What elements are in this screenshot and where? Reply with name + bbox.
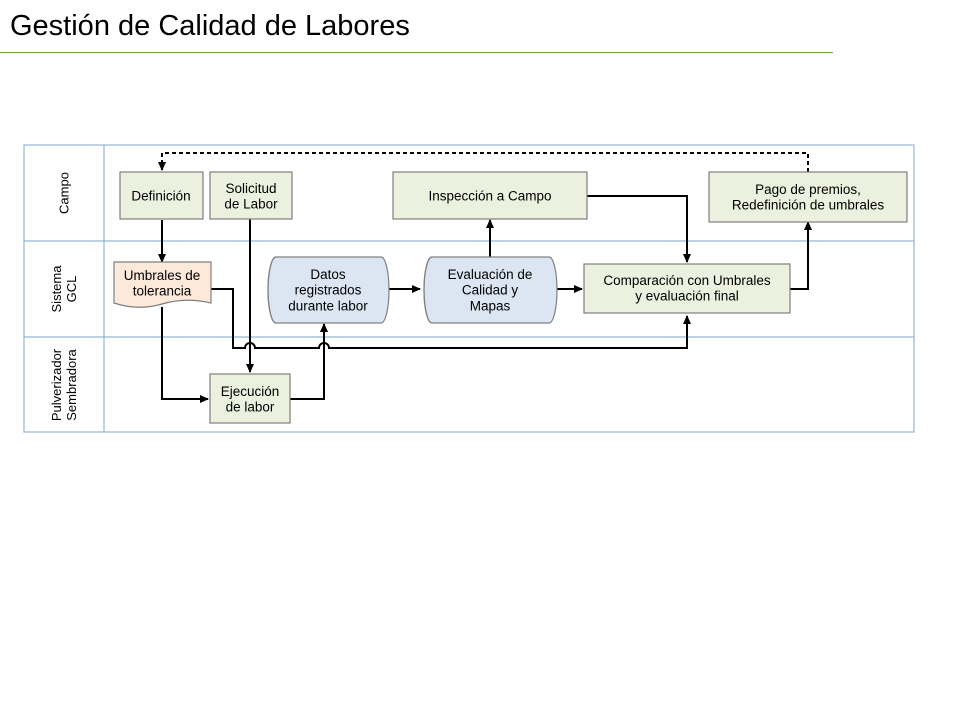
label-line: de Labor bbox=[224, 197, 278, 212]
label-line: durante labor bbox=[288, 299, 368, 314]
label-line: Sistema bbox=[49, 265, 64, 313]
connector-pago-to-definicion bbox=[158, 152, 809, 172]
label-line: Pago de premios, bbox=[755, 182, 861, 197]
connector-inspeccion-to-comparacion bbox=[587, 195, 691, 263]
label-line: Solicitud bbox=[225, 181, 276, 196]
label-line: Sembradora bbox=[64, 348, 79, 420]
label-line: Evaluación de bbox=[448, 267, 533, 282]
label-line: Inspección a Campo bbox=[428, 189, 551, 204]
title-divider bbox=[0, 52, 833, 53]
node-definicion-label: Definición bbox=[131, 189, 190, 204]
page-title: Gestión de Calidad de Labores bbox=[10, 10, 410, 42]
node-inspeccion bbox=[392, 171, 588, 220]
label-line: Definición bbox=[131, 189, 190, 204]
node-comparacion bbox=[583, 263, 791, 314]
label-line: Campo bbox=[57, 172, 72, 214]
connector-comparacion-to-pago bbox=[790, 221, 812, 290]
lane-label-sistema: SistemaGCL bbox=[49, 265, 79, 313]
label-line: Ejecución bbox=[221, 384, 280, 399]
lane-label-campo: Campo bbox=[57, 172, 72, 214]
swimlane-frame bbox=[23, 144, 915, 433]
label-line: Umbrales de bbox=[124, 268, 201, 283]
label-line: Pulverizador bbox=[49, 348, 64, 421]
label-line: registrados bbox=[295, 283, 362, 298]
connector-umbrales-to-comparacion bbox=[211, 288, 691, 349]
node-pago-label: Pago de premios,Redefinición de umbrales bbox=[732, 182, 885, 213]
node-pago bbox=[708, 171, 908, 223]
node-solicitud bbox=[209, 171, 293, 220]
label-line: Comparación con Umbrales bbox=[603, 273, 771, 288]
label-line: Calidad y bbox=[462, 283, 519, 298]
node-datos bbox=[267, 256, 390, 324]
node-ejecucion bbox=[209, 373, 291, 424]
label-line: Mapas bbox=[470, 299, 511, 314]
node-definicion bbox=[119, 171, 204, 220]
connector-umbrales-to-ejecucion bbox=[161, 307, 209, 403]
label-line: GCL bbox=[64, 276, 79, 303]
label-line: tolerancia bbox=[133, 284, 192, 299]
node-evaluacion bbox=[423, 256, 558, 324]
label-line: de labor bbox=[226, 400, 275, 415]
connectors bbox=[158, 152, 812, 403]
node-inspeccion-label: Inspección a Campo bbox=[428, 189, 551, 204]
lane-label-pulverizador: PulverizadorSembradora bbox=[49, 348, 79, 421]
node-umbrales bbox=[113, 261, 212, 308]
label-line: Redefinición de umbrales bbox=[732, 198, 885, 213]
label-line: Datos bbox=[310, 267, 346, 282]
connector-ejecucion-to-datos bbox=[290, 323, 328, 400]
label-line: y evaluación final bbox=[635, 289, 739, 304]
